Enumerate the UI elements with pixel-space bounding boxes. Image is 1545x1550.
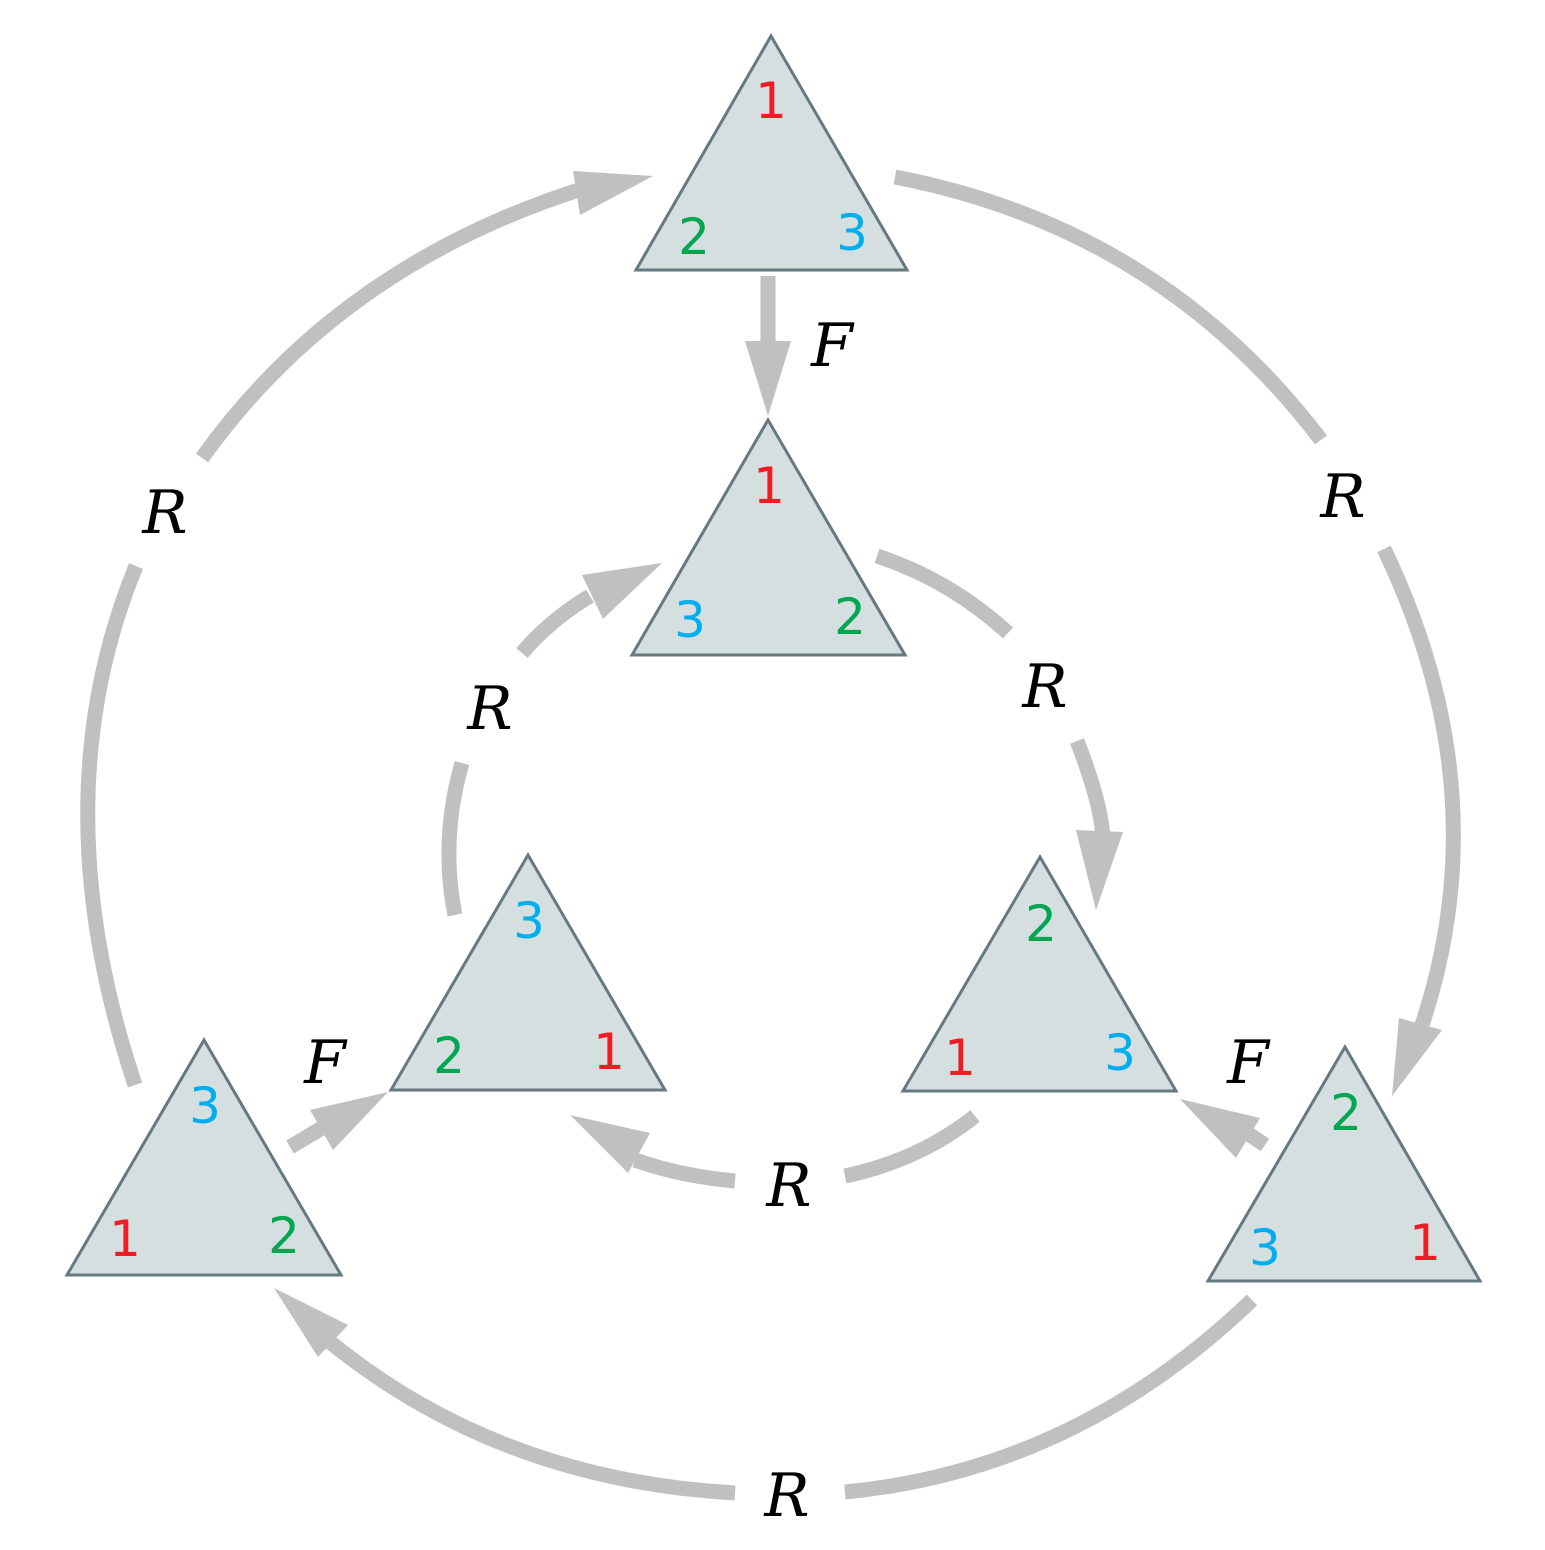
inner-arrow-top-to-right <box>874 548 1014 639</box>
vertex-label-apex: 1 <box>753 457 785 515</box>
triangle-inner-top: 1 3 2 <box>629 417 908 657</box>
outer-rotation-cycle <box>80 169 1461 1501</box>
triangle-inner-right: 2 1 3 <box>900 854 1179 1093</box>
vertex-label-left: 3 <box>1249 1219 1281 1277</box>
outer-arrow-left-to-top-tail <box>80 563 143 1088</box>
rotation-label-outer-bottom: R <box>763 1461 809 1531</box>
outer-arrow-left-to-top <box>195 180 588 463</box>
inner-arrow-left-to-top-tail <box>516 589 594 658</box>
outer-arrow-top-to-right <box>893 169 1327 445</box>
inner-arrow-top-to-right-tail <box>1070 738 1111 841</box>
outer-arrowhead-top <box>573 171 653 215</box>
flip-arrowhead-right <box>1180 1099 1260 1158</box>
outer-arrow-bottom-to-left <box>325 1336 736 1501</box>
rotation-label-inner-right: R <box>1021 652 1067 722</box>
flip-arrow-right-shaft <box>1242 1126 1270 1152</box>
inner-arrow-right-to-bottom <box>843 1110 980 1184</box>
vertex-label-apex: 1 <box>755 72 787 130</box>
outer-arrowhead-left <box>274 1288 348 1357</box>
vertex-label-right: 2 <box>834 588 866 646</box>
flip-arrows <box>286 276 1270 1158</box>
inner-rotation-cycle <box>441 548 1123 1189</box>
triangle-outer-top: 1 2 3 <box>633 33 910 272</box>
outer-arrow-right-to-bottom <box>844 1294 1258 1500</box>
rotation-label-inner-left: R <box>466 674 512 744</box>
inner-arrow-bottom-to-left <box>632 1152 736 1189</box>
vertex-label-left: 2 <box>433 1027 465 1085</box>
triangle-outer-right: 2 3 1 <box>1205 1044 1483 1283</box>
vertex-label-right: 3 <box>836 204 868 262</box>
flip-label-top: F <box>810 311 855 381</box>
vertex-label-apex: 3 <box>189 1077 221 1135</box>
vertex-label-left: 1 <box>109 1210 141 1268</box>
rotation-label-outer-right: R <box>1319 462 1365 532</box>
vertex-label-left: 2 <box>678 208 710 266</box>
inner-arrow-left-to-top <box>441 760 470 917</box>
vertex-label-right: 1 <box>1409 1214 1441 1272</box>
rotation-label-inner-bottom: R <box>765 1151 811 1221</box>
flip-label-left: F <box>303 1028 348 1098</box>
inner-arrowhead-top <box>582 563 662 619</box>
vertex-label-apex: 2 <box>1330 1084 1362 1142</box>
inner-arrowhead-left <box>570 1115 650 1173</box>
operation-labels: R R R R R R F F F <box>141 311 1365 1531</box>
vertex-label-right: 3 <box>1104 1024 1136 1082</box>
flip-arrowhead-top <box>745 341 791 416</box>
flip-arrowhead-left <box>310 1092 388 1150</box>
vertex-label-apex: 3 <box>513 892 545 950</box>
vertex-label-apex: 2 <box>1025 895 1057 953</box>
outer-arrow-top-to-right-tail <box>1377 545 1461 1028</box>
vertex-label-left: 1 <box>944 1029 976 1087</box>
vertex-label-left: 3 <box>674 591 706 649</box>
triangle-outer-left: 3 1 2 <box>64 1037 344 1277</box>
outer-arrowhead-right <box>1392 1018 1442 1096</box>
vertex-label-right: 2 <box>268 1207 300 1265</box>
flip-label-right: F <box>1226 1028 1271 1098</box>
inner-arrowhead-right <box>1076 830 1123 910</box>
triangle-inner-left: 3 2 1 <box>388 852 668 1092</box>
vertex-label-right: 1 <box>593 1023 625 1081</box>
rotation-label-outer-left: R <box>141 478 187 548</box>
flip-arrow-left-shaft <box>286 1121 326 1154</box>
